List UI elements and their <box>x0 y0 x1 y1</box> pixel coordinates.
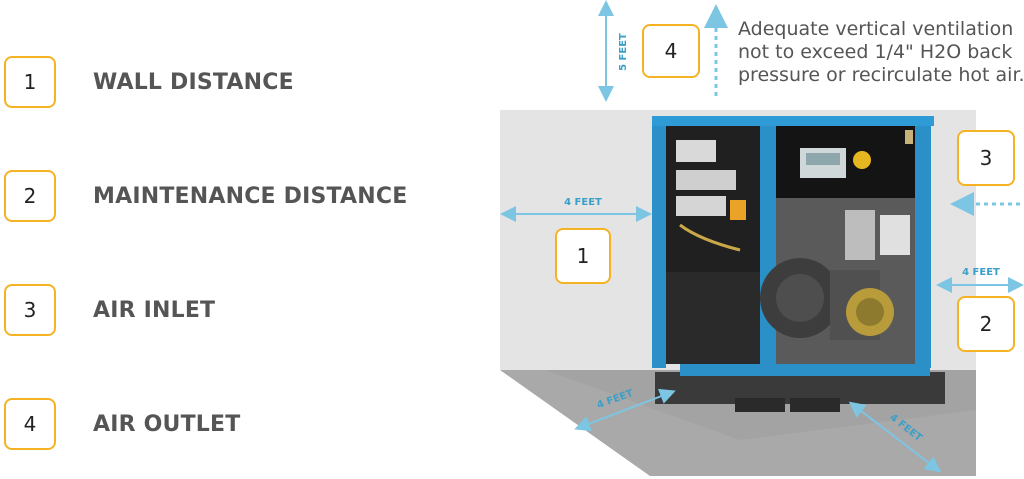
legend-label-maintenance-distance: MAINTENANCE DISTANCE <box>93 184 408 209</box>
legend-label-air-inlet: AIR INLET <box>93 298 216 323</box>
legend-label-wall-distance: WALL DISTANCE <box>93 70 294 95</box>
ventilation-note-line-3: pressure or recirculate hot air. <box>738 64 1024 86</box>
ventilation-note-line-2: not to exceed 1/4" H2O back <box>738 41 1013 63</box>
legend-badge-3: 3 <box>4 284 56 336</box>
vertical-dimension-label: 5 FEET <box>618 33 629 71</box>
legend-badge-1: 1 <box>4 56 56 108</box>
maintenance-distance-label: 4 FEET <box>962 267 1000 278</box>
legend-label-air-outlet: AIR OUTLET <box>93 412 241 437</box>
ventilation-note: Adequate vertical ventilation not to exc… <box>738 18 1024 87</box>
diagram-badge-4: 4 <box>642 24 700 78</box>
ventilation-note-line-1: Adequate vertical ventilation <box>738 18 1014 40</box>
air-compressor <box>652 116 945 412</box>
wall-distance-label: 4 FEET <box>564 197 602 208</box>
floor-right-line <box>848 401 942 473</box>
diagram-badge-1: 1 <box>555 228 611 284</box>
diagram-badge-2: 2 <box>957 296 1015 352</box>
legend-badge-4: 4 <box>4 398 56 450</box>
legend-badge-2: 2 <box>4 170 56 222</box>
floor-left-line <box>574 388 676 432</box>
diagram-badge-3: 3 <box>957 130 1015 186</box>
